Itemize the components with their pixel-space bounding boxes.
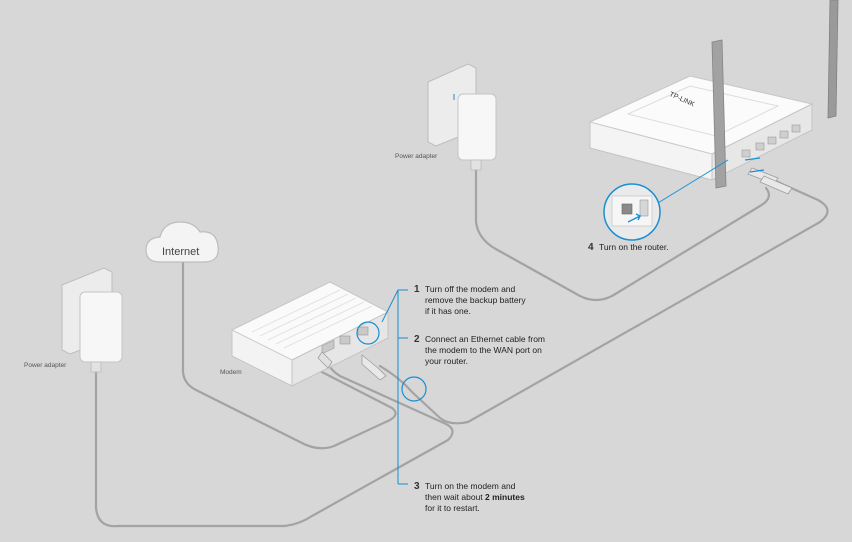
router-power-cable	[474, 168, 770, 302]
step-4-number: 4	[588, 242, 594, 253]
cable-highlight	[401, 376, 427, 402]
step-2-line-3: your router.	[425, 356, 468, 366]
step-3-number: 3	[414, 481, 420, 492]
power-adapter-top: Power adapter	[395, 63, 497, 171]
modem-label: Modem	[220, 369, 242, 376]
step-1-line-3: if it has one.	[425, 306, 471, 316]
ethernet-cable	[378, 172, 829, 425]
router-antenna-right	[827, 0, 839, 119]
step-2-number: 2	[414, 334, 420, 345]
power-plug-icon	[79, 291, 123, 363]
step-3-line-1: Turn on the modem and	[425, 481, 516, 491]
step-3-line-2: then wait about 2 minutes	[425, 492, 525, 502]
step-1: 1 Turn off the modem and remove the back…	[414, 284, 526, 316]
ethernet-cable-icon	[361, 354, 387, 381]
step-3: 3 Turn on the modem and then wait about …	[414, 481, 525, 513]
router-power-button-zoom	[603, 159, 729, 241]
power-adapter-left: Power adapter	[24, 267, 123, 373]
callout-lines	[381, 289, 408, 485]
power-on-arrow-icon	[627, 213, 642, 223]
step-3-line-3: for it to restart.	[425, 503, 480, 513]
cloud-icon	[145, 221, 219, 263]
modem: Modem	[220, 281, 390, 387]
internet-cloud: Internet	[145, 221, 219, 263]
step-4: 4 Turn on the router.	[588, 242, 669, 253]
step-3-line-2-text: then wait about	[425, 492, 485, 502]
power-adapter-left-label: Power adapter	[24, 362, 67, 369]
step-1-number: 1	[414, 284, 420, 295]
power-plug-icon	[457, 93, 497, 161]
router: TP-LINK	[588, 0, 839, 195]
step-1-line-2: remove the backup battery	[425, 295, 526, 305]
step-2-line-2: the modem to the WAN port on	[425, 345, 542, 355]
step-1-line-1: Turn off the modem and	[425, 284, 516, 294]
router-antenna-left	[711, 39, 727, 189]
modem-battery-highlight	[356, 321, 380, 345]
step-4-line-1: Turn on the router.	[599, 242, 669, 252]
modem-power-cable	[94, 358, 454, 528]
internet-label: Internet	[162, 246, 199, 258]
power-adapter-top-label: Power adapter	[395, 153, 438, 160]
step-2: 2 Connect an Ethernet cable from the mod…	[414, 334, 545, 366]
step-2-line-1: Connect an Ethernet cable from	[425, 334, 545, 344]
step-3-bold: 2 minutes	[485, 492, 525, 502]
